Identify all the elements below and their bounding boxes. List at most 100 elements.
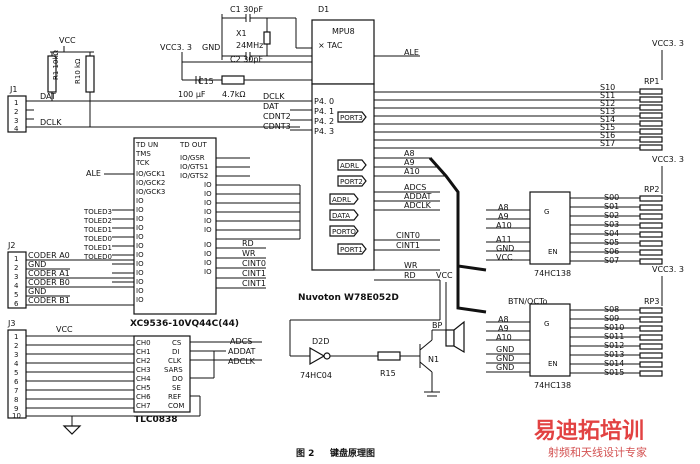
- cpld-net-toled0: TOLED0: [83, 235, 112, 243]
- figure-number: 图 2: [296, 448, 314, 459]
- buzzer-bp: [445, 329, 455, 347]
- cpld-pin-l7: IO: [136, 206, 144, 214]
- j1-dat-label: DAT: [40, 92, 56, 101]
- rp3-vcc: VCC3. 3: [652, 265, 684, 274]
- inverter-model: 74HC04: [300, 371, 332, 380]
- cpld-net-cint1b: CINT1: [242, 279, 266, 288]
- d1-tac: × TAC: [318, 41, 343, 50]
- svg-text:1: 1: [14, 255, 18, 263]
- pin-cint0: CINT0: [396, 231, 420, 240]
- rp3-ref: RP3: [644, 297, 659, 306]
- buzzer-label: BP: [432, 321, 442, 330]
- j3-pin-4: 4: [14, 360, 19, 368]
- adc-ch4: CH4: [136, 375, 151, 383]
- cpld-net-rd: RD: [242, 239, 254, 248]
- pin-adcs: ADCS: [404, 183, 426, 192]
- dec2-in-gnd3: GND: [496, 363, 514, 372]
- c15-value: 100 μF: [178, 90, 206, 99]
- pin-adclk: ADCLK: [404, 201, 432, 210]
- cpld-pin-l10: IO: [136, 233, 144, 241]
- j3-pin-6: 6: [14, 378, 19, 386]
- adc-ch3: CH3: [136, 366, 151, 374]
- j1-connector: J1 12 34 VCC R1 10kΩ R10 kΩ DAT DCLK: [7, 36, 300, 133]
- rp1-net-4: S14: [600, 115, 615, 124]
- j3-pin-5: 5: [14, 369, 18, 377]
- j3-pin-1: 1: [14, 333, 18, 341]
- rp1-net-7: S17: [600, 139, 615, 148]
- adc-com: COM: [168, 402, 184, 410]
- adc-clk: CLK: [168, 357, 182, 365]
- c15-label: C15: [198, 77, 214, 86]
- cpld-pin-l15: IO: [136, 278, 144, 286]
- decoder1-model: 74HC138: [534, 269, 571, 278]
- cpld-pin-r12: IO: [204, 259, 212, 267]
- svg-text:1: 1: [14, 99, 18, 107]
- j3-vcc-label: VCC: [56, 325, 73, 334]
- j3-pin-2: 2: [14, 342, 18, 350]
- d1-p40: P4. 0: [314, 97, 334, 106]
- j2-ref: J2: [7, 241, 15, 250]
- j2-net-2: CODER A1: [28, 269, 70, 278]
- j3-pin-3: 3: [14, 351, 18, 359]
- net-cdnt3: CDNT3: [263, 122, 291, 131]
- cpld-pin-l4: IO/GCK2: [136, 179, 165, 187]
- decoder2-g: G: [544, 320, 549, 328]
- pin-a10: A10: [404, 167, 420, 176]
- j3-pin-9: 9: [14, 405, 18, 413]
- d1-model: Nuvoton W78E052D: [298, 293, 399, 303]
- decoder-1: 74HC138 G EN A8 A9 A10 A11 GND VCC: [486, 191, 571, 278]
- svg-text:5: 5: [14, 291, 18, 299]
- j3-connector: J3 1 2 3 4 5 6 7 8 9 10 VCC: [7, 319, 200, 435]
- cpld-pin-r6: IO: [204, 199, 212, 207]
- rp2-pack: VCC3. 3 RP2 S00 S01 S02 S03 S04 S05 S06 …: [570, 155, 684, 265]
- pin-addat: ADDAT: [404, 192, 432, 201]
- cpld-pin-r7: IO: [204, 208, 212, 216]
- inverter-ref: D2D: [312, 337, 329, 346]
- buzzer-driver: D2D 74HC04 R15 N1 VCC BP: [289, 271, 465, 397]
- watermark-tagline: 射频和天线设计专家: [548, 445, 647, 459]
- cpld-pin-r8: IO: [204, 217, 212, 225]
- cpld-body: [133, 137, 217, 315]
- rp1-ref: RP1: [644, 77, 659, 86]
- cpld-pin-l17: IO: [136, 296, 144, 304]
- adc-di: DI: [172, 348, 179, 356]
- j2-connector: J2 12 34 56 CODER A0 GND CODER A1 CODER …: [7, 241, 134, 309]
- adc-ch1: CH1: [136, 348, 151, 356]
- watermark-logo: 易迪拓培训: [534, 418, 644, 444]
- cpld-pin-l14: IO: [136, 269, 144, 277]
- j1-dclk-label: DCLK: [40, 118, 62, 127]
- svg-text:3: 3: [14, 273, 18, 281]
- svg-text:2: 2: [14, 108, 18, 116]
- dec1-in-gnd: GND: [496, 244, 514, 253]
- decoder2-en: EN: [548, 360, 558, 368]
- cpld-pin-l9: IO: [136, 224, 144, 232]
- net-dclk: DCLK: [263, 92, 285, 101]
- c1-label: C1 30pF: [230, 5, 263, 14]
- decoder1-g: G: [544, 208, 549, 216]
- cpld-pin-l6: IO: [136, 197, 144, 205]
- svg-text:4: 4: [14, 282, 19, 290]
- rp1-pack: VCC3. 3 RP1 S10 S11 S12 S13 S14 S15 S16 …: [600, 39, 684, 151]
- port-tag-3: ADRL: [332, 196, 351, 204]
- svg-text:2: 2: [14, 264, 18, 272]
- rp1-vcc: VCC3. 3: [652, 39, 684, 48]
- cpld-pin-r1: IO/GSR: [180, 154, 205, 162]
- cpld-net-wr: WR: [242, 249, 256, 258]
- dec1-in-a9: A9: [498, 212, 509, 221]
- j1-body: [7, 95, 27, 133]
- d1-top-block: [311, 19, 375, 85]
- pin-rd: RD: [404, 271, 416, 280]
- rp2-vcc: VCC3. 3: [652, 155, 684, 164]
- buzzer-vcc: VCC: [436, 271, 453, 280]
- svg-text:6: 6: [14, 300, 19, 308]
- j2-net-3: CODER B0: [28, 278, 70, 287]
- rp1-net-5: S15: [600, 123, 615, 132]
- decoder2-top: BTN/OCTo: [508, 297, 547, 306]
- adc-body: [133, 335, 191, 413]
- rp2-ref: RP2: [644, 185, 659, 194]
- d1-p41: P4. 1: [314, 107, 334, 116]
- r15-label: R15: [380, 369, 396, 378]
- adc-net-addat: ADDAT: [228, 347, 256, 356]
- j3-pin-8: 8: [14, 396, 18, 404]
- decoder2-model: 74HC138: [534, 381, 571, 390]
